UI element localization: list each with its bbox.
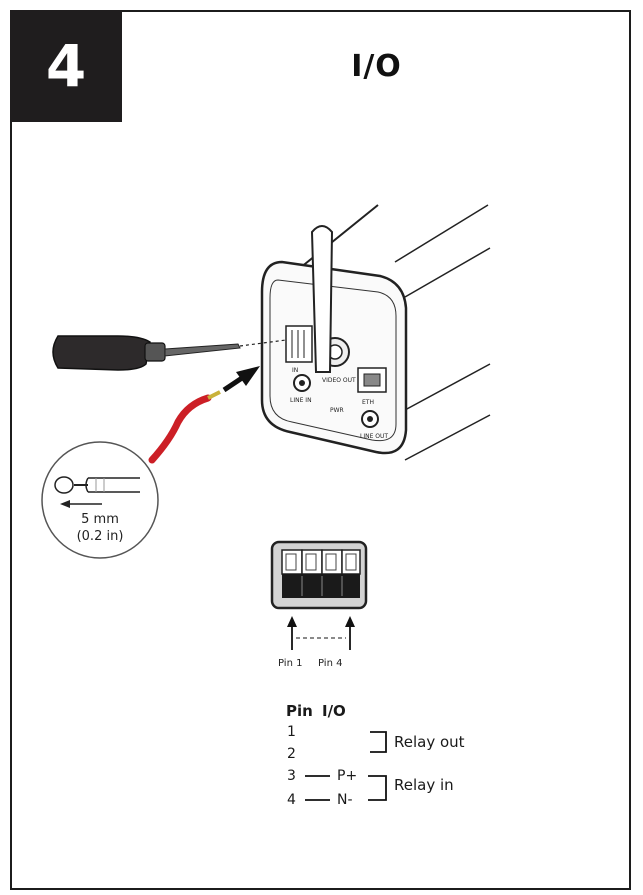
table-row-pin-3: 3: [287, 768, 296, 784]
relay-in-label: Relay in: [394, 776, 454, 794]
label-power: PWR: [330, 407, 344, 414]
strip-detail: 5 mm (0.2 in): [41, 441, 159, 559]
camera-terminal-block: [285, 325, 313, 363]
label-audio-in: LINE IN: [290, 397, 312, 404]
screwdriver-icon: [52, 335, 287, 371]
relay-out-label: Relay out: [394, 733, 465, 751]
table-header-pin: Pin: [286, 702, 313, 720]
wire-illustration: [148, 366, 260, 464]
pin4-arrow-icon: [345, 616, 355, 627]
step-number: 4: [10, 10, 122, 122]
strip-arrow-icon: [60, 500, 70, 508]
label-video: VIDEO OUT: [322, 377, 356, 384]
camera-illustration: IN VIDEO OUT ETH LINE IN PWR LINE OUT: [260, 204, 491, 461]
connector-block: [270, 540, 368, 610]
insert-arrow-icon: [236, 366, 260, 386]
pin4-label: Pin 4: [318, 658, 342, 669]
pin1-label: Pin 1: [278, 658, 302, 669]
strip-length-mm: 5 mm: [81, 512, 119, 527]
label-eth: ETH: [362, 399, 374, 406]
table-row-signal-4: N-: [337, 792, 353, 808]
pin-arrows: [287, 616, 355, 650]
wiring-lines: [305, 731, 387, 801]
label-line-out: LINE OUT: [360, 433, 388, 440]
table-row-pin-2: 2: [287, 746, 296, 762]
table-row-signal-3: P+: [337, 768, 358, 784]
label-in: IN: [292, 367, 298, 374]
antenna: [310, 225, 334, 373]
pin1-arrow-icon: [287, 616, 297, 627]
strip-length-in: (0.2 in): [77, 529, 124, 544]
table-row-pin-1: 1: [287, 724, 296, 740]
step-title: I/O: [351, 48, 402, 84]
table-header-io: I/O: [322, 702, 346, 720]
table-row-pin-4: 4: [287, 792, 296, 808]
